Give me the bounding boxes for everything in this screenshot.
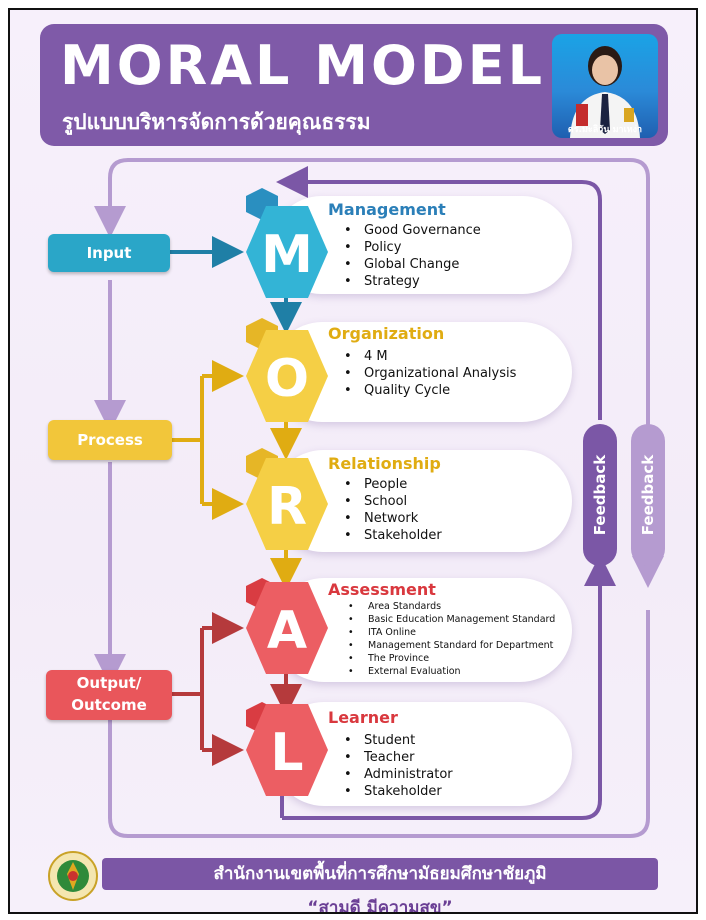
list-item: People: [342, 476, 442, 493]
office-logo: [46, 846, 100, 908]
office-seal-icon: [48, 851, 98, 901]
feedback-outer-label: Feedback: [639, 454, 658, 536]
list-item: Basic Education Management Standard: [346, 613, 555, 626]
relationship-list: People School Network Stakeholder: [342, 476, 442, 544]
page-title: MORAL MODEL: [60, 34, 545, 97]
relationship-title: Relationship: [328, 454, 441, 473]
list-item: Administrator: [342, 766, 453, 783]
management-title: Management: [328, 200, 446, 219]
poster-frame: MORAL MODEL รูปแบบบริหารจัดการด้วยคุณธรร…: [8, 8, 698, 914]
author-caption: ดร.มะลิวัน มาเหง่า: [567, 125, 643, 135]
feedback-outer-pill: Feedback: [631, 424, 665, 566]
learner-list: Student Teacher Administrator Stakeholde…: [342, 732, 453, 800]
assessment-list: Area Standards Basic Education Managemen…: [346, 600, 555, 678]
list-item: School: [342, 493, 442, 510]
feedback-inner-label: Feedback: [591, 454, 610, 536]
office-name-band: สำนักงานเขตพื้นที่การศึกษามัธยมศึกษาชัยภ…: [102, 858, 658, 890]
organization-list: 4 M Organizational Analysis Quality Cycl…: [342, 348, 516, 399]
list-item: 4 M: [342, 348, 516, 365]
list-item: Global Change: [342, 256, 481, 273]
list-item: Quality Cycle: [342, 382, 516, 399]
list-item: Management Standard for Department: [346, 639, 555, 652]
list-item: ITA Online: [346, 626, 555, 639]
list-item: Area Standards: [346, 600, 555, 613]
list-item: Strategy: [342, 273, 481, 290]
list-item: Stakeholder: [342, 527, 442, 544]
management-list: Good Governance Policy Global Change Str…: [342, 222, 481, 290]
list-item: Teacher: [342, 749, 453, 766]
feedback-inner-pill: Feedback: [583, 424, 617, 566]
organization-title: Organization: [328, 324, 445, 343]
list-item: Stakeholder: [342, 783, 453, 800]
output-label-line1: Output/: [76, 674, 142, 692]
office-slogan: “สามดี มีความสุข”: [307, 898, 453, 914]
list-item: Good Governance: [342, 222, 481, 239]
output-label: Output/ Outcome: [46, 670, 172, 720]
list-item: Policy: [342, 239, 481, 256]
person-portrait-icon: [570, 46, 640, 138]
list-item: The Province: [346, 652, 555, 665]
page-subtitle: รูปแบบบริหารจัดการด้วยคุณธรรม: [62, 110, 371, 134]
list-item: External Evaluation: [346, 665, 555, 678]
header-banner: MORAL MODEL รูปแบบบริหารจัดการด้วยคุณธรร…: [40, 24, 668, 146]
assessment-title: Assessment: [328, 580, 436, 599]
input-label: Input: [48, 234, 170, 272]
learner-title: Learner: [328, 708, 398, 727]
output-label-line2: Outcome: [71, 696, 147, 714]
list-item: Organizational Analysis: [342, 365, 516, 382]
list-item: Network: [342, 510, 442, 527]
process-label: Process: [48, 420, 172, 460]
list-item: Student: [342, 732, 453, 749]
author-photo: ดร.มะลิวัน มาเหง่า: [552, 34, 658, 138]
